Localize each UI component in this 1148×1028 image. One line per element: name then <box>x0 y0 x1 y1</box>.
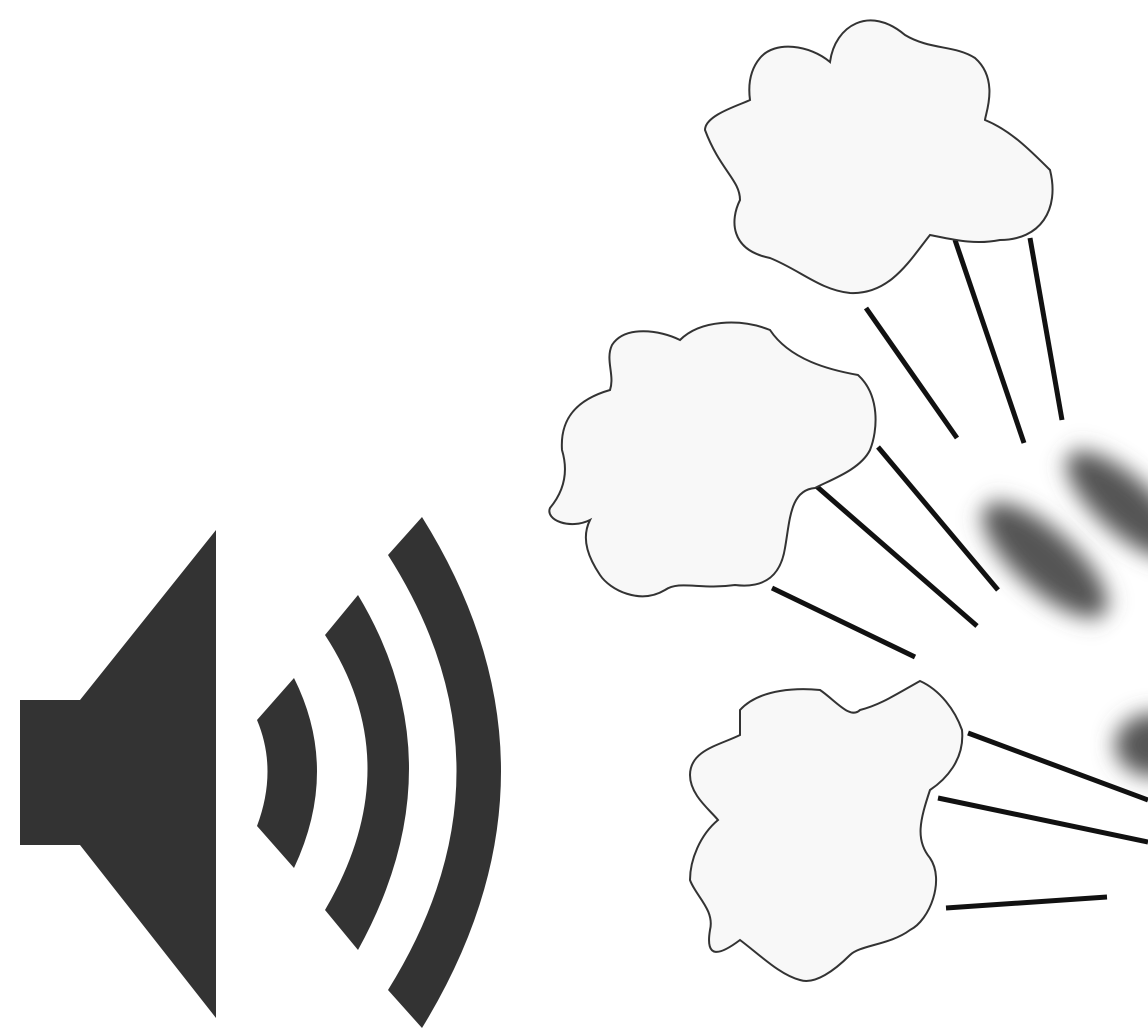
puff-clouds <box>549 20 1052 981</box>
motion-line <box>955 240 1024 443</box>
motion-line <box>938 798 1148 842</box>
puff-cloud-icon <box>549 323 875 597</box>
puff-cloud-icon <box>690 681 962 981</box>
sound-wave-icon <box>257 678 317 868</box>
blur-smudges <box>965 434 1148 777</box>
motion-line <box>815 485 977 626</box>
motion-line <box>946 897 1107 908</box>
puff-cloud-icon <box>705 20 1053 293</box>
speaker-body <box>20 530 216 1018</box>
sound-waves <box>257 517 501 1028</box>
motion-line <box>878 447 998 590</box>
motion-line <box>866 308 957 438</box>
motion-line <box>1030 238 1062 420</box>
motion-line <box>772 588 915 657</box>
speaker-icon <box>20 530 216 1018</box>
blur-smudge <box>1115 713 1148 777</box>
sound-wave-icon <box>325 595 409 950</box>
